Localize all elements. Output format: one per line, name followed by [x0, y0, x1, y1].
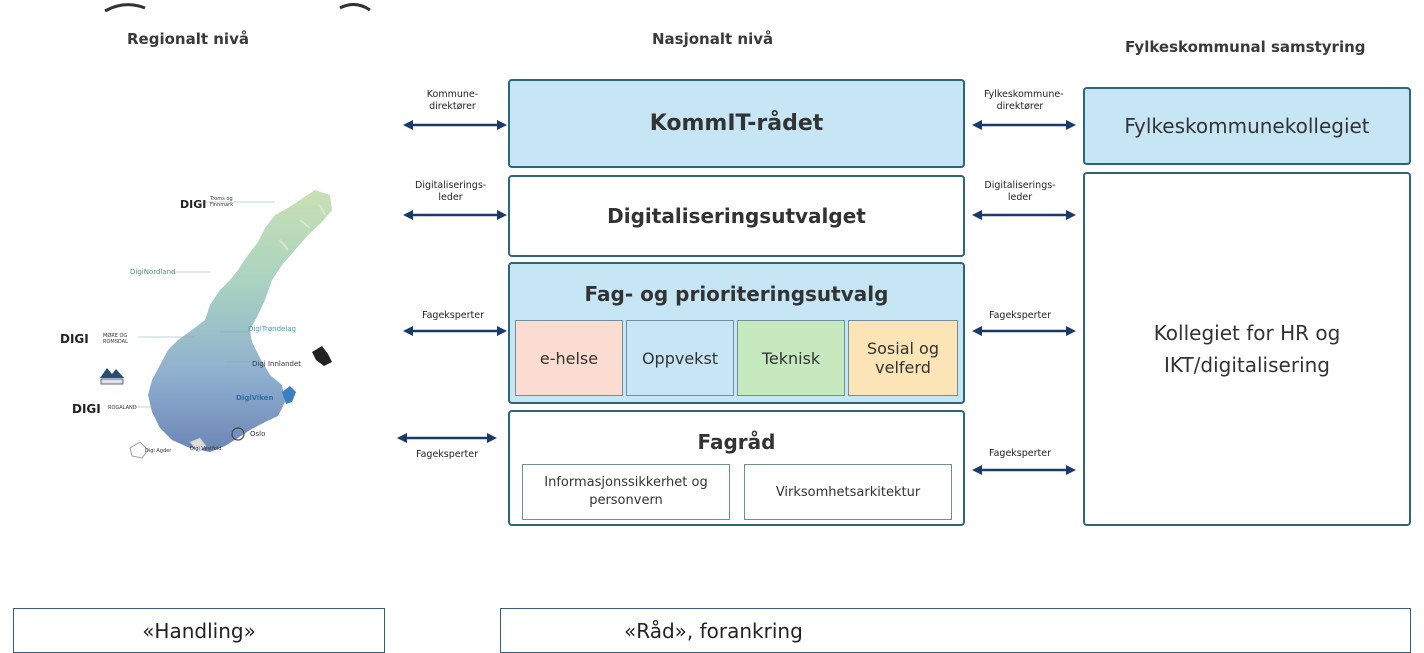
sub-sosial: Sosial og velferd: [848, 320, 958, 396]
sub-virksomhetsarkitektur: Virksomhetsarkitektur: [744, 464, 952, 520]
digi-rogaland-logo: DIGI: [72, 402, 101, 416]
right-arrow-label-4: Fageksperter: [989, 448, 1051, 459]
regional-title: Regionalt nivå: [127, 30, 249, 48]
fagrad-box: Fagråd Informasjonssikkerhet og personve…: [508, 410, 965, 526]
viken-shape: [282, 386, 296, 404]
digi-troms-logo: DIGI: [180, 198, 207, 211]
left-arrow-1: [403, 120, 507, 130]
digitaliseringsutvalget-box: Digitaliseringsutvalget: [508, 175, 965, 257]
fag-box: Fag- og prioriteringsutvalg e-helse Oppv…: [508, 262, 965, 404]
left-arrow-4: [397, 433, 497, 443]
left-arrow-label-4: Fageksperter: [416, 449, 478, 460]
left-arrow-label-2: Digitaliserings-leder: [415, 180, 487, 203]
oslo-seal: [231, 427, 245, 441]
digiinnlandet-label: Digi Innlandet: [252, 360, 302, 368]
digitaliseringsutvalget-title: Digitaliseringsutvalget: [607, 204, 866, 228]
right-arrow-label-3: Fageksperter: [989, 310, 1051, 321]
fylkeskommunekollegiet-title: Fylkeskommunekollegiet: [1124, 114, 1370, 138]
footer-rad-label: «Råd», forankring: [624, 618, 803, 643]
kommit-box: KommIT-rådet: [508, 79, 965, 168]
top-decoration: [104, 3, 371, 12]
digitrondelag-label: DigiTrøndelag: [248, 325, 296, 333]
dignordland-label: DigiNordland: [130, 268, 176, 276]
left-arrow-label-3: Fageksperter: [422, 310, 484, 321]
norway-map: DIGI Troms og Finnmark DigiNordland DIGI…: [60, 180, 360, 470]
digi-more-logo: DIGI: [60, 332, 89, 346]
chch-logo-icon: [100, 368, 124, 385]
sub-infosikkerhet: Informasjonssikkerhet og personvern: [522, 464, 730, 520]
left-arrow-3: [403, 326, 507, 336]
right-arrow-4: [972, 465, 1076, 475]
right-arrow-label-2: Digitaliserings-leder: [984, 180, 1056, 203]
left-arrow-2: [403, 210, 507, 220]
right-arrow-label-1: Fylkeskommune-direktører: [984, 89, 1064, 112]
fag-title: Fag- og prioriteringsutvalg: [584, 282, 889, 306]
county-title: Fylkeskommunal samstyring: [1125, 38, 1366, 56]
digiagder-label: Digi Agder: [145, 448, 172, 454]
sub-teknisk: Teknisk: [737, 320, 845, 396]
innlandet-shape: [312, 346, 332, 366]
sub-ehelse: e-helse: [515, 320, 623, 396]
fylkeskommunekollegiet-box: Fylkeskommunekollegiet: [1083, 87, 1411, 165]
right-arrow-3: [972, 326, 1076, 336]
right-arrow-1: [972, 120, 1076, 130]
footer-handling: «Handling»: [13, 608, 385, 653]
digivestfold-label: Digi Vestfold: [190, 446, 222, 452]
norway-map-shape: [129, 190, 332, 459]
footer-handling-label: «Handling»: [142, 618, 256, 643]
hr-kollegiet-box: Kollegiet for HR og IKT/digitalisering: [1083, 172, 1411, 526]
sub-oppvekst: Oppvekst: [626, 320, 734, 396]
left-arrow-label-1: Kommune-direktører: [426, 89, 479, 112]
right-arrow-2: [972, 210, 1076, 220]
hr-kollegiet-title: Kollegiet for HR og IKT/digitalisering: [1153, 321, 1341, 377]
kommit-title: KommIT-rådet: [649, 111, 824, 136]
fagrad-title: Fagråd: [697, 430, 776, 454]
oslo-label: Oslo: [250, 430, 266, 438]
footer-rad: «Råd», forankring: [500, 608, 1411, 653]
digiviken-label: DigiViken: [236, 394, 274, 402]
national-title: Nasjonalt nivå: [652, 30, 774, 48]
